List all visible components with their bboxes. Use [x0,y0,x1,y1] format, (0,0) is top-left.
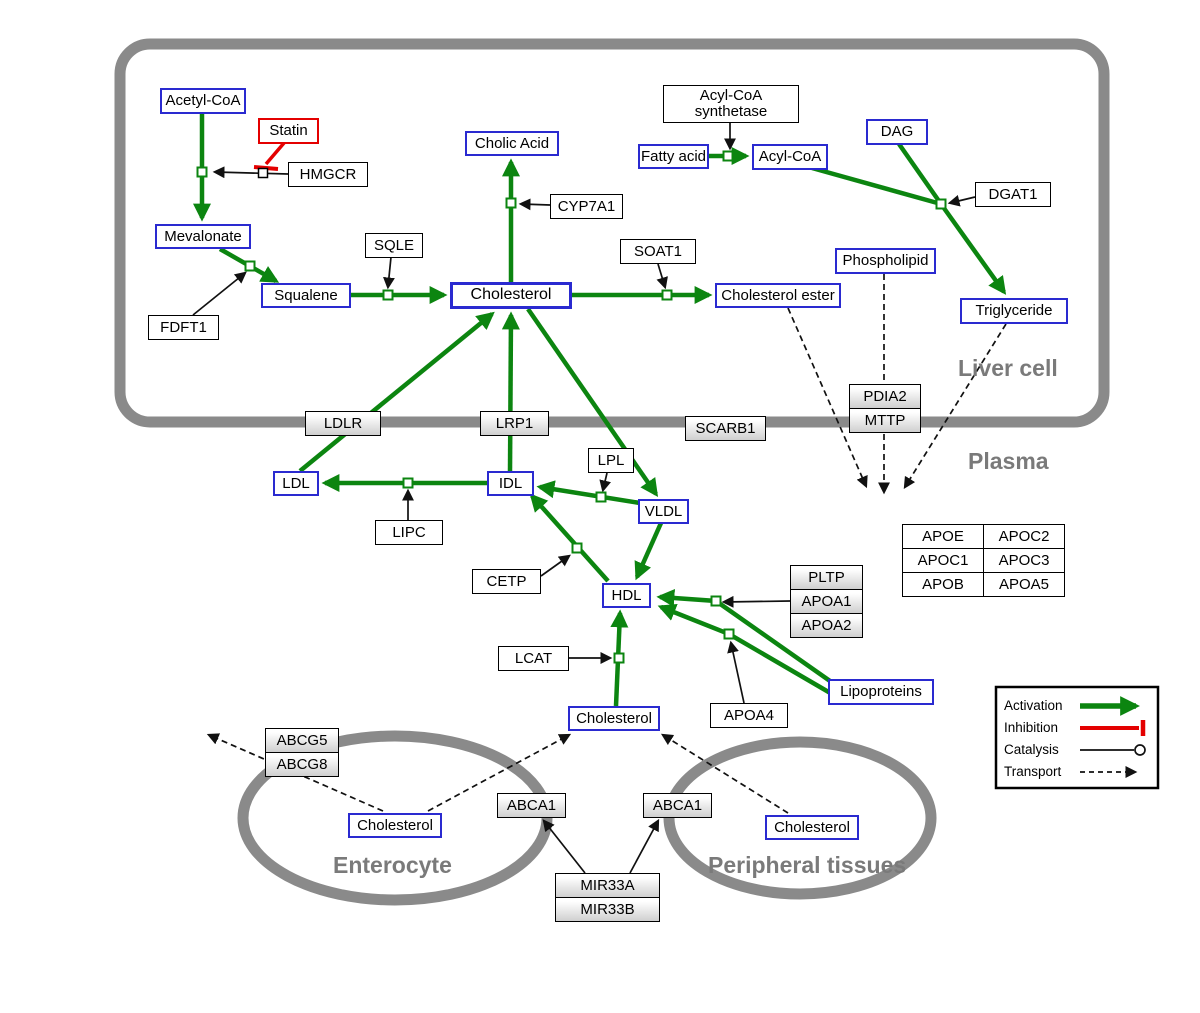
edge-idl-cholesterol [501,311,520,472]
node-abca1-right[interactable]: ABCA1 [643,793,712,818]
node-abcg8[interactable]: ABCG8 [265,752,339,777]
node-pdia2[interactable]: PDIA2 [849,384,921,409]
node-phospholipid[interactable]: Phospholipid [835,248,936,274]
node-abcg5[interactable]: ABCG5 [265,728,339,753]
edge-cetp-catalysis [540,554,571,577]
statin-target-node [257,167,269,179]
node-mevalonate[interactable]: Mevalonate [155,224,251,249]
node-lipc[interactable]: LIPC [375,520,443,545]
node-apoa5[interactable]: APOA5 [983,572,1065,597]
edge-cholesterol-vldl [526,307,659,497]
edge-lpl-catalysis [599,472,611,493]
node-fdft1[interactable]: FDFT1 [148,315,219,340]
node-apob[interactable]: APOB [902,572,984,597]
edge-apoa-stack-catalysis [721,595,791,608]
node-apoc3[interactable]: APOC3 [983,548,1065,573]
node-cholesterol-peripheral[interactable]: Cholesterol [765,815,859,840]
node-scarb1[interactable]: SCARB1 [685,416,766,441]
node-abca1-left[interactable]: ABCA1 [497,793,566,818]
node-mttp[interactable]: MTTP [849,408,921,433]
node-apoa2[interactable]: APOA2 [790,613,863,638]
node-idl[interactable]: IDL [487,471,534,496]
catalysis-edges [192,123,976,874]
edge-acylcoa-dgat-node [811,165,942,207]
edge-mir33-abca1-left [542,819,586,874]
edge-cholesterolester-transport [787,307,868,489]
node-ldl[interactable]: LDL [273,471,319,496]
node-mir33b[interactable]: MIR33B [555,897,660,922]
edge-vldl-idl [536,480,641,506]
edge-apoa4-catalysis [727,640,745,704]
node-apoa1[interactable]: APOA1 [790,589,863,614]
node-triglyceride[interactable]: Triglyceride [960,298,1068,324]
edge-triglyceride-transport [903,323,1007,490]
edge-hmgcr-catalysis [212,166,289,179]
node-dag[interactable]: DAG [866,119,928,145]
node-statin[interactable]: Statin [258,118,319,144]
edge-dag-dgat-node [897,142,943,206]
peripheral-tissues-label: Peripheral tissues [708,852,907,878]
enterocyte-membrane [237,730,553,906]
edge-dgat-node-triglyceride [939,202,1007,295]
legend-activation-label: Activation [1004,698,1063,713]
node-cholesterol-liver[interactable]: Cholesterol [450,282,572,309]
edge-enterocyte-abca1-transport [427,733,572,812]
edge-soat1-catalysis [656,263,668,290]
node-sqle[interactable]: SQLE [365,233,423,258]
node-acetyl-coa[interactable]: Acetyl-CoA [160,88,246,114]
edge-mir33-abca1-right [629,818,660,874]
legend-box [994,685,1160,790]
node-apoa4[interactable]: APOA4 [710,703,788,728]
legend-transport-label: Transport [1004,764,1062,779]
node-lipoproteins[interactable]: Lipoproteins [828,679,934,705]
node-lrp1[interactable]: LRP1 [480,411,549,436]
node-fatty-acid[interactable]: Fatty acid [638,144,709,169]
node-hdl[interactable]: HDL [602,583,651,608]
edge-hdl-idl-cetp [529,493,610,583]
node-apoc1[interactable]: APOC1 [902,548,984,573]
node-vldl[interactable]: VLDL [638,499,689,524]
node-apoe[interactable]: APOE [902,524,984,549]
edge-vldl-hdl [634,522,664,581]
node-soat1[interactable]: SOAT1 [620,239,696,264]
legend-inhibition-label: Inhibition [1004,720,1059,735]
node-hmgcr[interactable]: HMGCR [288,162,368,187]
edge-cyp7a1-catalysis [518,198,551,211]
node-cholic-acid[interactable]: Cholic Acid [465,131,559,156]
enterocyte-label: Enterocyte [333,852,452,878]
node-pltp[interactable]: PLTP [790,565,863,590]
liver-cell-membrane [114,38,1110,428]
edge-dgat1-catalysis [947,194,976,207]
node-cyp7a1[interactable]: CYP7A1 [550,194,623,219]
node-acyl-coa-synthetase[interactable]: Acyl-CoA synthetase [663,85,799,123]
node-acyl-coa[interactable]: Acyl-CoA [752,144,828,170]
plasma-label: Plasma [968,448,1049,474]
node-ldlr[interactable]: LDLR [305,411,381,436]
liver-cell-label: Liver cell [958,355,1058,381]
node-cholesterol-ester[interactable]: Cholesterol ester [715,283,841,308]
edge-sqle-catalysis [383,256,395,290]
node-lpl[interactable]: LPL [588,448,634,473]
node-squalene[interactable]: Squalene [261,283,351,308]
reaction-nodes [196,150,947,664]
legend-catalysis-label: Catalysis [1004,742,1059,757]
node-apoc2[interactable]: APOC2 [983,524,1065,549]
peripheral-tissues-membrane [663,736,937,900]
node-mir33a[interactable]: MIR33A [555,873,660,898]
edge-ldl-cholesterol [298,311,495,473]
node-cholesterol-plasma[interactable]: Cholesterol [568,706,660,731]
edge-fdft1-catalysis [192,271,247,316]
node-lcat[interactable]: LCAT [498,646,569,671]
edge-peripheral-abca1-transport [660,733,789,814]
node-cetp[interactable]: CETP [472,569,541,594]
node-cholesterol-enterocyte[interactable]: Cholesterol [348,813,442,838]
node-dgat1[interactable]: DGAT1 [975,182,1051,207]
inhibition-edge-statin [253,141,286,171]
